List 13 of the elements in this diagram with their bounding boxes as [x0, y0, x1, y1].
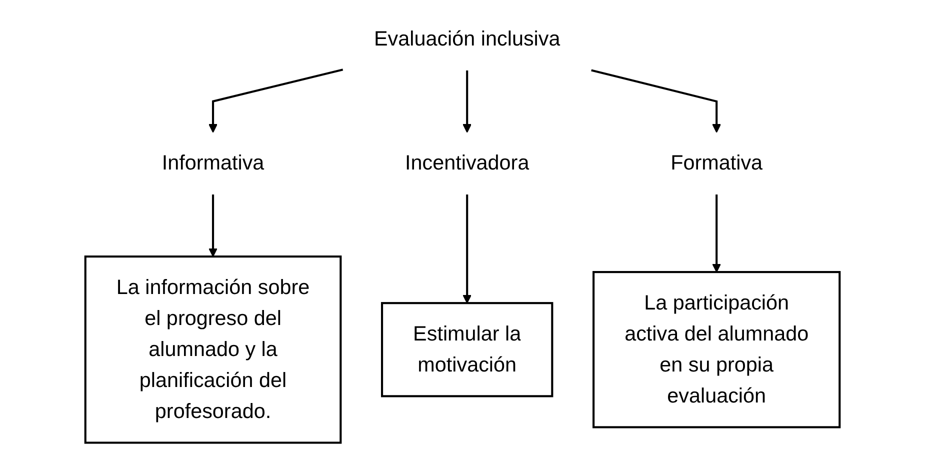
- node-text: Evaluación inclusiva: [374, 28, 560, 51]
- node-box: Estimular la motivación: [380, 302, 554, 398]
- arrow: [591, 69, 722, 133]
- node-text: Formativa: [670, 152, 763, 175]
- node-text: Informativa: [162, 152, 264, 175]
- node-box: La participación activa del alumnado en su propia evaluación: [592, 271, 841, 428]
- arrow: [208, 194, 218, 257]
- arrow: [712, 194, 722, 272]
- arrow: [462, 70, 472, 133]
- node-text: Incentivadora: [404, 152, 530, 175]
- node-box: La información sobre el progreso del alumnado y la planificación del profesorado.: [84, 256, 342, 444]
- arrow: [462, 194, 472, 304]
- arrow: [208, 68, 344, 133]
